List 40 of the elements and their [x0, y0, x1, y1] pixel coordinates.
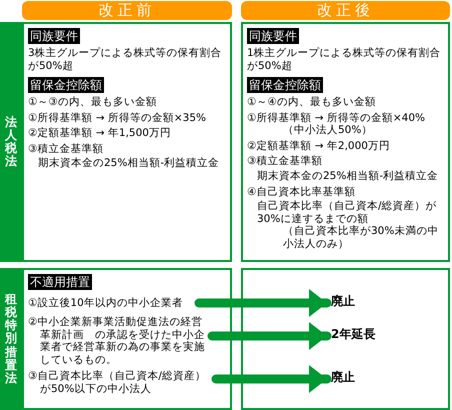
body-text: ①～③の内、最も多い金額 — [28, 96, 158, 109]
column-header: 改正前 — [22, 1, 232, 20]
body-text: ②定額基準額 → 年1,500万円 — [28, 127, 172, 140]
body-text: （中小法人50%） — [283, 124, 374, 137]
body-text: 3株主グループによる株式等の保有割合が50%超 — [28, 47, 223, 73]
content-panel — [241, 22, 450, 262]
list-item: ①設立後10年以内の中小企業者 — [28, 297, 193, 311]
body-text: ③積立金基準額 — [28, 142, 104, 156]
body-text: 1株主グループによる株式等の保有割合が50%超 — [247, 47, 442, 73]
result-text: 廃止 — [331, 370, 371, 388]
category-band — [0, 22, 22, 262]
section-heading: 同族要件 — [28, 28, 80, 44]
section-heading: 不適用措置 — [28, 274, 92, 290]
arrow — [212, 365, 332, 393]
body-text: ③積立金基準額 — [247, 155, 324, 168]
section-heading: 留保金控除額 — [247, 76, 323, 93]
content-panel — [241, 268, 450, 410]
arrow — [208, 322, 332, 350]
band-label: 法人税法 — [5, 116, 17, 168]
body-text: ①所得基準額 → 所得等の金額×40% — [247, 112, 426, 124]
body-text: ④自己資本比率基準額 — [247, 186, 356, 198]
column-header: 改正後 — [241, 1, 450, 20]
result-text: 廃止 — [331, 294, 371, 312]
body-text: ②定額基準額 → 年2,000万円 — [247, 140, 391, 152]
content-panel — [22, 22, 232, 262]
body-text: 期末資本金の25%相当額-利益積立金 — [257, 170, 440, 183]
list-item: ②中小企業新事業活動促進法の経営革新計画 の承認を受けた中小企業者で経営革新の為の事業を実施しているもの。 — [28, 316, 206, 370]
body-text: ①～④の内、最も多い金額 — [247, 96, 377, 109]
arrow — [194, 289, 332, 317]
body-text: ①所得基準額 → 所得等の金額×35% — [28, 112, 208, 124]
category-band — [0, 268, 22, 410]
body-text: （自己資本比率が30%未満の中小法人のみ） — [283, 225, 440, 250]
body-text: 期末資本金の25%相当額-利益積立金 — [38, 157, 220, 170]
body-text: 自己資本比率（自己資本/総資産）が30%に達するまでの額 — [257, 200, 438, 225]
section-heading: 同族要件 — [247, 28, 299, 44]
band-label: 租税特別措置法 — [5, 292, 17, 386]
section-heading: 留保金控除額 — [28, 76, 104, 93]
result-text: 2年延長 — [331, 327, 391, 345]
content-panel — [22, 268, 232, 410]
list-item: ③自己資本比率（自己資本/総資産）が50%以下の中小法人 — [28, 370, 210, 398]
